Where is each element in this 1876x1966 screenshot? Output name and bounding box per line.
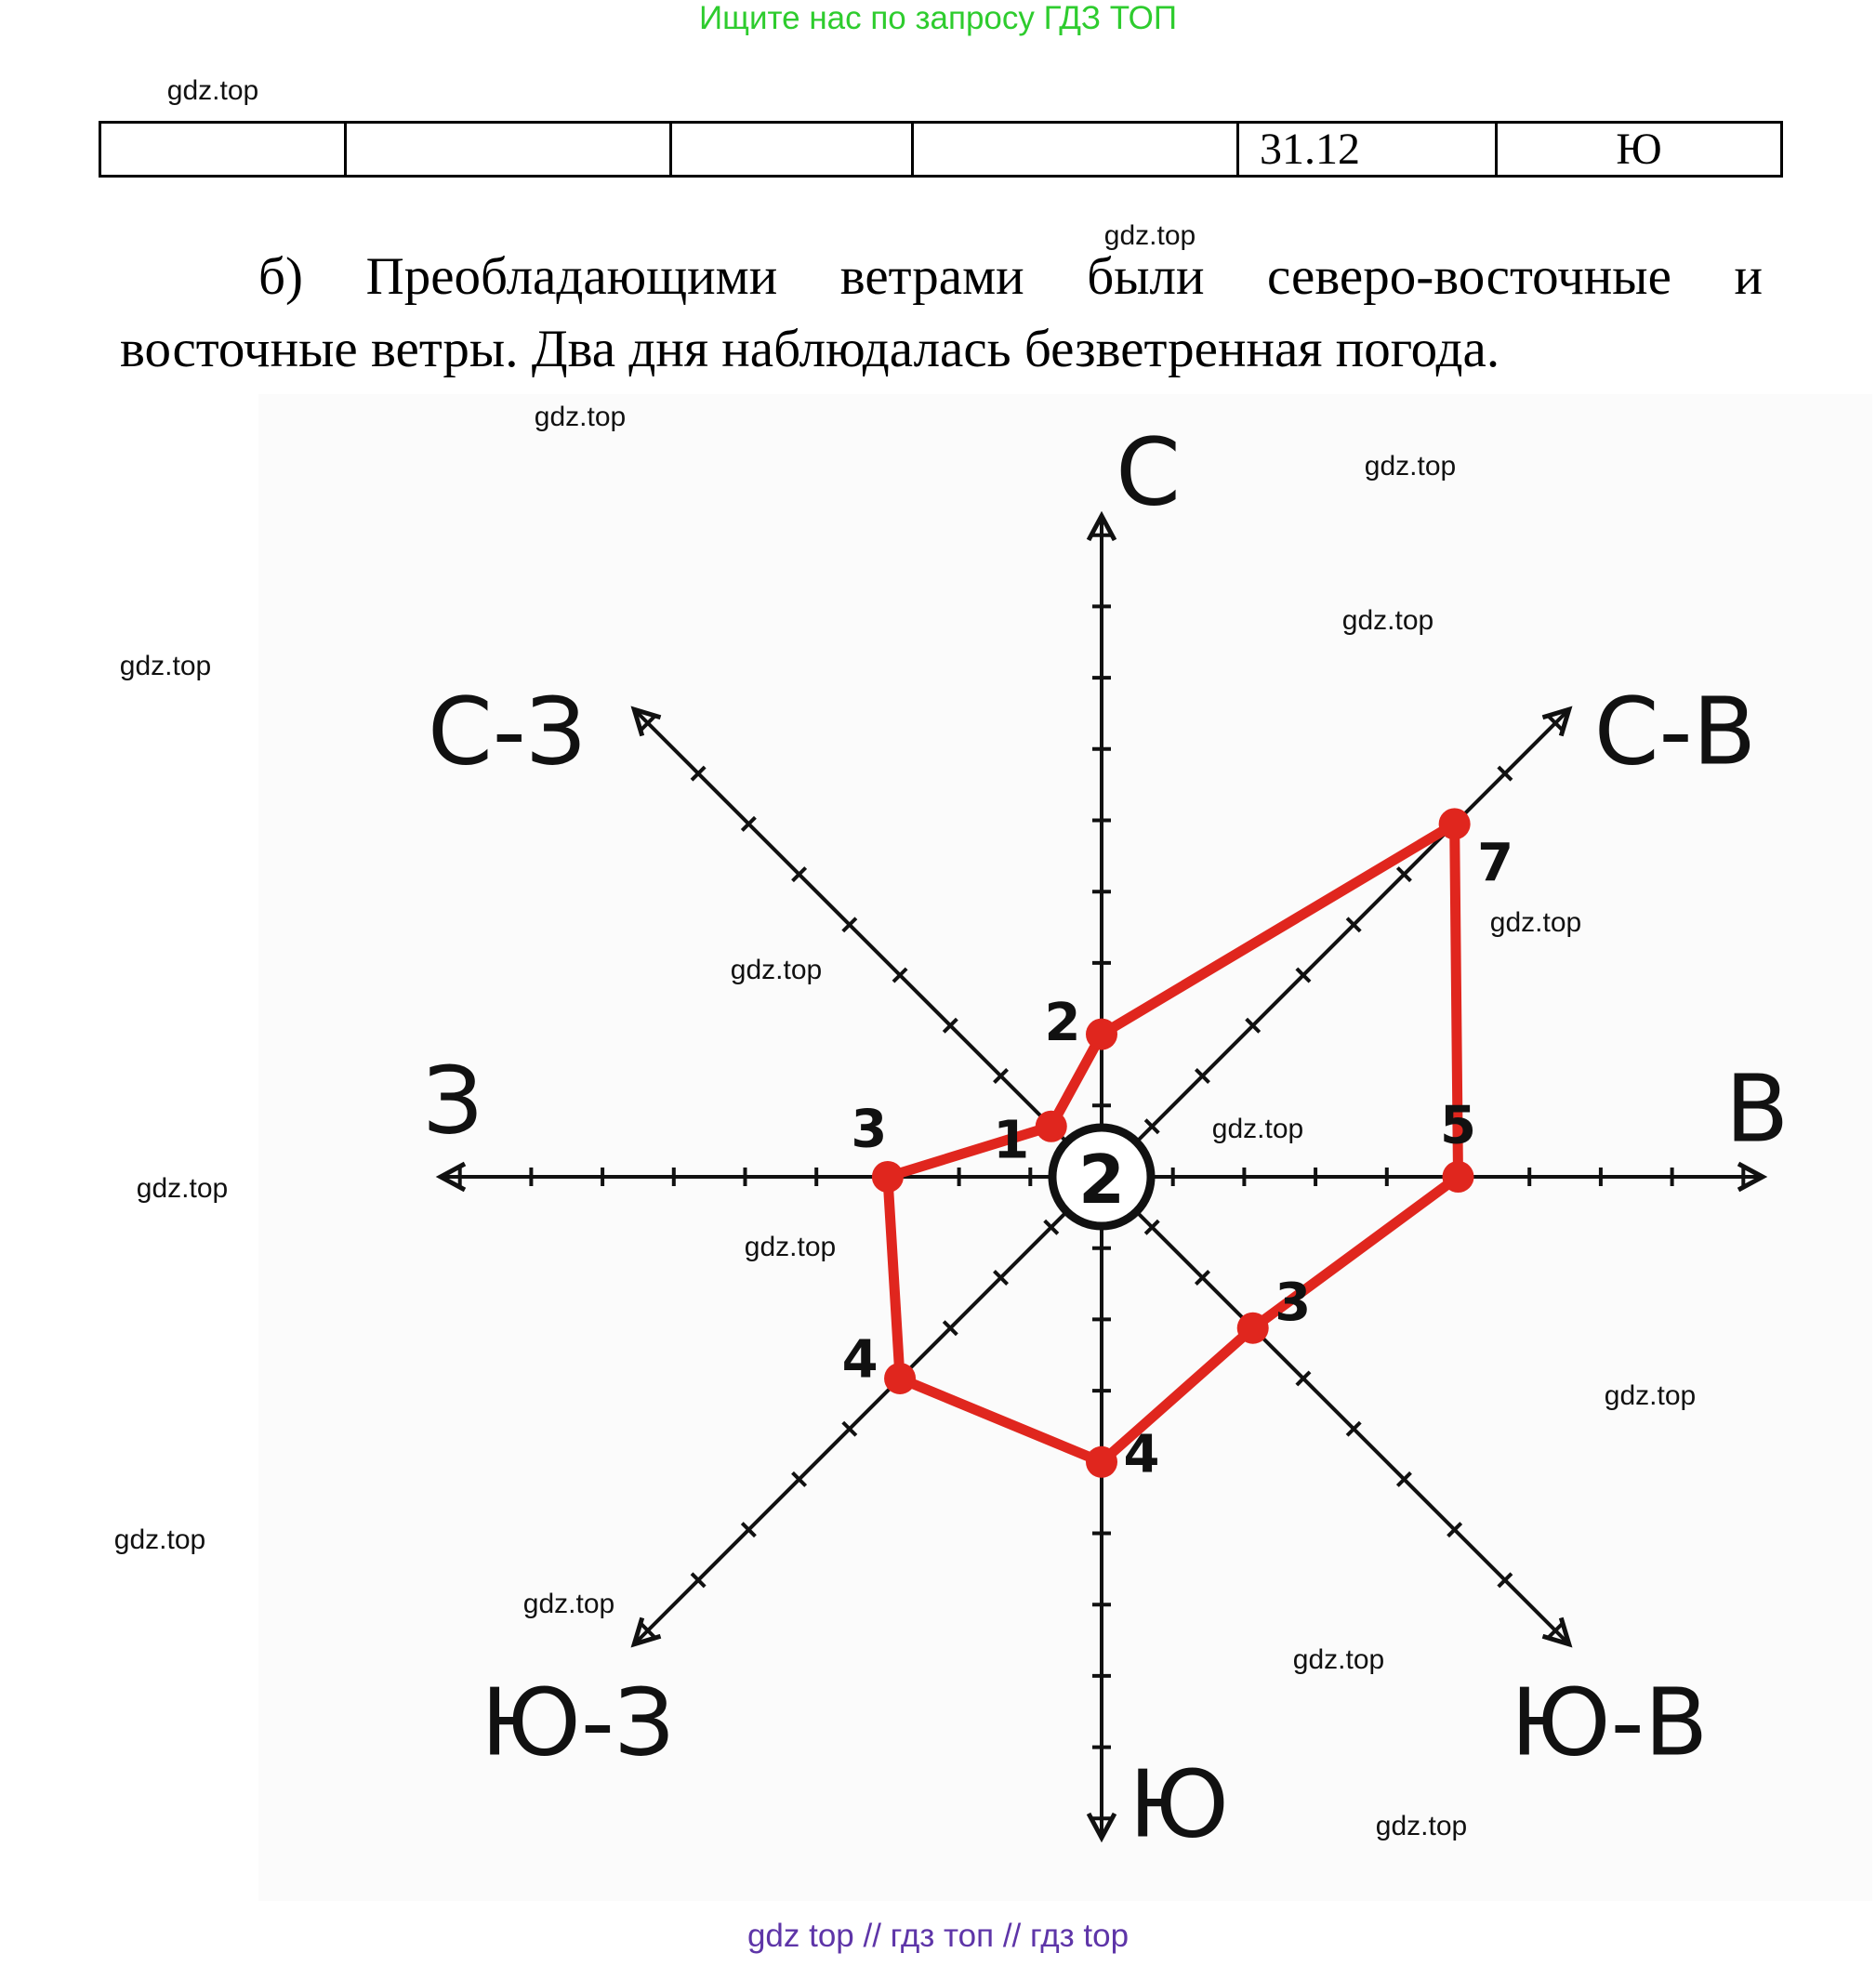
calm-days-label: 2 (1078, 1141, 1125, 1219)
watermark-text: gdz.top (522, 1589, 615, 1619)
data-label: 7 (1477, 833, 1513, 893)
watermark-text: gdz.top (166, 75, 259, 106)
watermark-text: gdz.top (1103, 220, 1196, 251)
axis-tick (740, 1522, 757, 1538)
axis-tick (993, 1068, 1010, 1085)
direction-label: Ю-З (481, 1669, 674, 1777)
axis-tick (690, 765, 707, 782)
data-point (871, 1161, 904, 1193)
axis-tick (841, 917, 858, 933)
axis-tick (1395, 866, 1412, 883)
data-point (1086, 1445, 1117, 1478)
direction-label: С-З (428, 678, 586, 786)
direction-label: Ю (1129, 1750, 1229, 1859)
watermark-text: gdz.top (1364, 451, 1457, 482)
axis-tick (1345, 917, 1362, 933)
direction-label: Ю-В (1511, 1669, 1709, 1777)
answer-text-line-2: восточные ветры. Два дня наблюдалась без… (120, 320, 1500, 378)
axis-tick (640, 715, 656, 732)
axis-tick (841, 1420, 858, 1437)
answer-text-line-1: б) Преобладающими ветрами были северо-во… (258, 247, 1763, 306)
axis-arrowhead (1737, 1161, 1768, 1193)
axis-tick (1194, 1068, 1210, 1085)
watermark-text: gdz.top (113, 1524, 206, 1555)
watermark-text: gdz.top (1375, 1811, 1468, 1841)
axis-tick (1295, 967, 1312, 983)
watermark-text: gdz.top (1211, 1114, 1304, 1144)
axis-arrowhead (1086, 510, 1117, 542)
watermark-text: gdz.top (136, 1173, 229, 1204)
data-label: 3 (851, 1100, 887, 1160)
data-label: 2 (1045, 993, 1081, 1053)
data-point (884, 1362, 917, 1394)
table-cell-direction: Ю (1495, 121, 1783, 178)
axis-line (1100, 1175, 1571, 1646)
direction-label: В (1725, 1055, 1790, 1164)
watermark-text: gdz.top (1604, 1380, 1697, 1411)
data-point (1438, 808, 1471, 840)
axis-tick (640, 1622, 656, 1639)
axis-tick (892, 967, 908, 983)
axis-tick (1143, 1219, 1160, 1235)
axis-arrowhead (1086, 1812, 1117, 1843)
watermark-text: gdz.top (1341, 605, 1434, 636)
data-label: 5 (1440, 1096, 1476, 1156)
axis-arrowhead (630, 706, 662, 737)
data-label: 1 (993, 1110, 1029, 1170)
direction-label: З (423, 1047, 482, 1155)
footer-links[interactable]: gdz top // гдз топ // гдз top (746, 1918, 1130, 1954)
weather-table-row: 31.12 Ю (99, 121, 1783, 178)
axis-tick (1447, 1522, 1463, 1538)
axis-tick (993, 1269, 1010, 1286)
axis-tick (1194, 1269, 1210, 1286)
axis-tick (791, 1471, 808, 1487)
data-point (1035, 1110, 1067, 1142)
table-cell-date: 31.12 (1236, 121, 1498, 178)
watermark-text: gdz.top (119, 651, 212, 681)
axis-tick (1395, 1471, 1412, 1487)
watermark-text: gdz.top (730, 955, 823, 985)
table-cell (344, 121, 672, 178)
axis-line (632, 707, 1103, 1179)
axis-line (1100, 707, 1571, 1179)
axis-tick (1245, 1017, 1262, 1034)
table-cell (99, 121, 347, 178)
data-label: 3 (1275, 1273, 1311, 1333)
table-cell (669, 121, 914, 178)
data-point (1236, 1312, 1269, 1344)
axis-tick (1497, 1572, 1513, 1589)
axis-line (632, 1175, 1103, 1646)
axis-tick (1547, 715, 1564, 732)
watermark-text: gdz.top (744, 1232, 837, 1262)
axis-tick (690, 1572, 707, 1589)
watermark-text: gdz.top (534, 402, 627, 432)
axis-tick (1345, 1420, 1362, 1437)
axis-tick (1497, 765, 1513, 782)
axis-arrowhead (630, 1616, 662, 1648)
table-cell (911, 121, 1239, 178)
watermark-text: gdz.top (1489, 907, 1582, 938)
data-label: 4 (1124, 1424, 1160, 1484)
data-point (1086, 1018, 1117, 1050)
axis-arrowhead (1541, 1616, 1573, 1648)
axis-tick (1143, 1118, 1160, 1135)
axis-tick (740, 815, 757, 832)
axis-tick (1547, 1622, 1564, 1639)
direction-label: С (1116, 418, 1181, 527)
data-label: 4 (842, 1329, 879, 1390)
search-hint-banner[interactable]: Ищите нас по запросу ГДЗ ТОП (699, 0, 1177, 36)
direction-label: С-В (1594, 678, 1757, 786)
calm-circle (1048, 1123, 1156, 1231)
watermark-text: gdz.top (1292, 1644, 1385, 1675)
axis-tick (942, 1017, 958, 1034)
axis-tick (942, 1320, 958, 1337)
axis-tick (1043, 1219, 1060, 1235)
axis-arrowhead (1541, 706, 1573, 737)
axis-tick (791, 866, 808, 883)
axis-arrowhead (435, 1161, 467, 1193)
data-point (1442, 1161, 1474, 1193)
axis-tick (1295, 1370, 1312, 1387)
